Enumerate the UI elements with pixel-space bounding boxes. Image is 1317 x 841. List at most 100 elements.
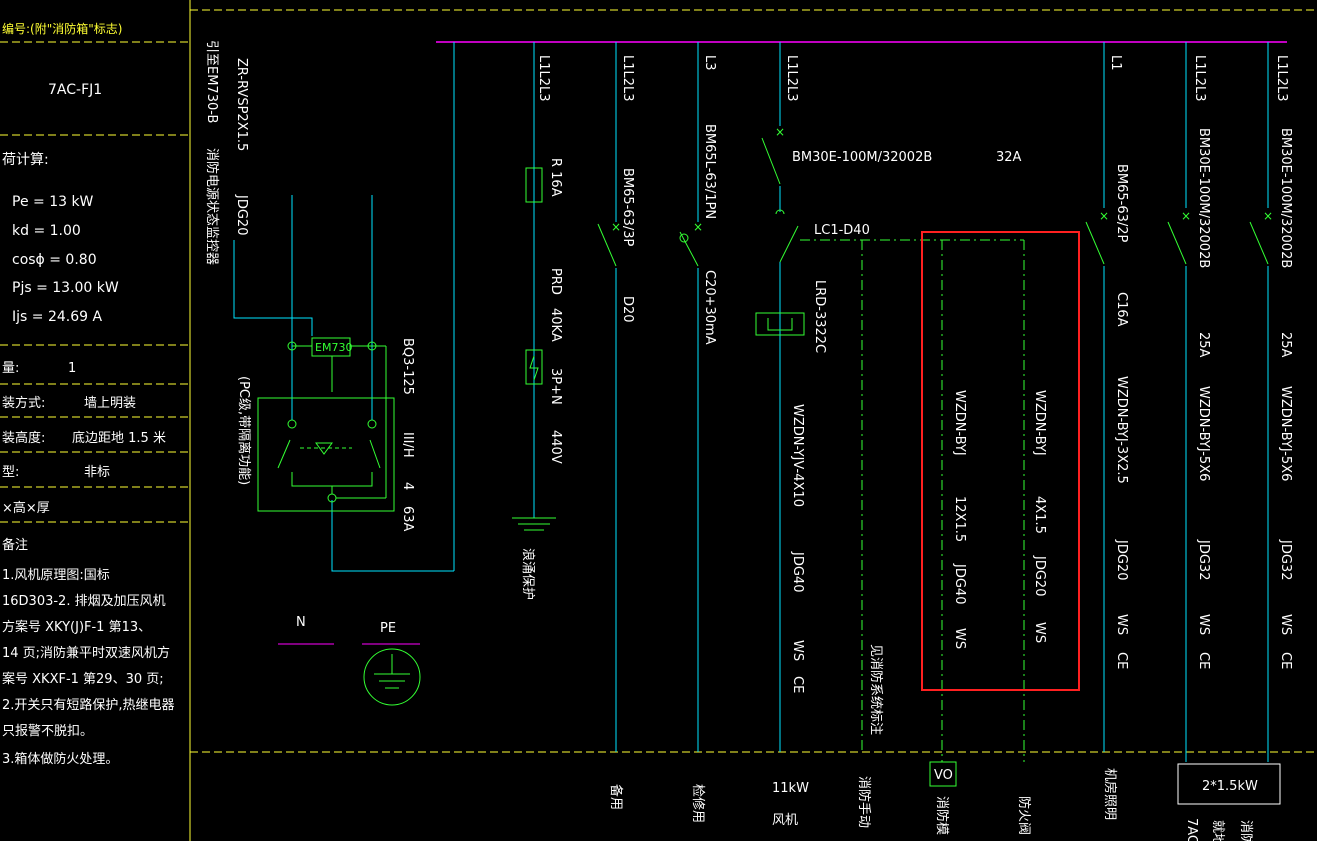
- circuit-3-cable: WZDN-BYJ-3X2.5: [1114, 376, 1129, 484]
- circuit-1-phase: L3: [702, 55, 717, 71]
- pjs-value: Pjs = 13.00 kW: [12, 280, 119, 296]
- ats-spec-2: 4: [400, 482, 415, 490]
- ats-switch-box: [257, 397, 395, 512]
- circuit-1-breaker: BM65L-63/1PN: [702, 124, 717, 219]
- bottom-loads: 消防手动 VO 消防模 防火阀 2*1.5kW 就地: [856, 761, 1281, 841]
- circuit-2-phase: L1L2L3: [784, 55, 799, 102]
- pe-value: Pe = 13 kW: [12, 194, 94, 210]
- circuit-4-rating: 25A: [1196, 332, 1211, 358]
- panel-info: 编号:(附"消防箱"标志) 7AC-FJ1 荷计算: Pe = 13 kW kd…: [2, 21, 175, 767]
- em730-label: EM730: [315, 341, 352, 354]
- circuit-2-laying: WS: [790, 640, 805, 661]
- height-value: 底边距地 1.5 米: [72, 430, 166, 446]
- svg-text:×: ×: [693, 220, 703, 234]
- note-4: 14 页;消防兼平时双速风机方: [2, 645, 170, 661]
- note-6: 2.开关只有短路保护,热继电器: [2, 697, 175, 713]
- panel-header: 编号:(附"消防箱"标志): [2, 21, 122, 36]
- thermal-relay-icon: [755, 312, 805, 336]
- spd-poles: 3P+N: [548, 368, 563, 405]
- circuit-5-breaker: BM30E-100M/32002B: [1278, 128, 1293, 268]
- vo-module-box: [929, 761, 957, 787]
- control-cable1-conduit: JDG40: [952, 563, 967, 604]
- load-side: 就地: [1210, 820, 1225, 841]
- control-cable-1: WZDN-BYJ 12X1.5 JDG40 WS: [952, 390, 967, 649]
- cos-value: cosϕ = 0.80: [12, 252, 97, 268]
- monitor-label: 消防电源状态监控器: [204, 148, 220, 265]
- control-cable1-laying: WS: [952, 628, 967, 649]
- circuit-maintenance: × L3 BM65L-63/1PN C20+30mA 检修用: [679, 42, 717, 823]
- circuit-2-conduit: JDG40: [790, 551, 805, 592]
- spd-circuit: L1L2L3 R 16A PRD 40KA 3P+N 440V 浪涌保护: [512, 42, 563, 600]
- circuit-3-rating: C16A: [1114, 292, 1129, 327]
- incoming-conduit: JDG20: [234, 194, 249, 235]
- circuit-1-rating: C20+30mA: [702, 270, 717, 345]
- spd-ka: 40KA: [548, 308, 563, 342]
- svg-text:×: ×: [1099, 209, 1109, 223]
- circuit-4-laying2: CE: [1196, 652, 1211, 669]
- circuit-2-cable: WZDN-YJV-4X10: [790, 404, 805, 507]
- install-value: 墙上明装: [84, 396, 136, 411]
- svg-text:×: ×: [775, 125, 785, 139]
- fuse-rating: R 16A: [548, 158, 563, 197]
- svg-text:×: ×: [611, 220, 621, 234]
- spd-phase: L1L2L3: [536, 55, 551, 102]
- circuit-5-cable: WZDN-BYJ-5X6: [1278, 386, 1293, 481]
- fuse-icon: [525, 167, 543, 203]
- circuit-4-breaker: BM30E-100M/32002B: [1196, 128, 1211, 268]
- control-cable1-size: 12X1.5: [952, 496, 967, 542]
- note-7: 只报警不脱扣。: [2, 723, 93, 739]
- incoming-cable: ZR-RVSP2X1.5: [234, 58, 249, 151]
- svg-text:×: ×: [1263, 209, 1273, 223]
- load-box-label: 2*1.5kW: [1202, 779, 1258, 794]
- circuit-3-laying: WS: [1114, 614, 1129, 635]
- circuit-2-contactor: LC1-D40: [814, 223, 870, 238]
- circuit-2-rating: 32A: [996, 150, 1022, 165]
- circuit-4-conduit: JDG32: [1196, 539, 1211, 580]
- circuit-3-conduit: JDG20: [1114, 539, 1129, 580]
- load-calc-title: 荷计算:: [2, 152, 49, 168]
- circuit-2-load-kw: 11kW: [772, 781, 809, 796]
- circuit-0-load: 备用: [608, 784, 624, 810]
- ats-spec-1: III/H: [400, 432, 415, 458]
- notes-title: 备注: [2, 537, 28, 553]
- install-label: 装方式:: [2, 395, 45, 411]
- circuit-5-rating: 25A: [1278, 332, 1293, 358]
- circuit-4-phase: L1L2L3: [1192, 55, 1207, 102]
- box-id: 7AC-FJ1: [48, 82, 102, 98]
- control-lines: [800, 239, 1025, 762]
- kd-value: kd = 1.00: [12, 223, 81, 239]
- type-value: 非标: [84, 465, 110, 480]
- circuit-fan: × L1L2L3 BM30E-100M/32002B 32A LC1-D40 L…: [755, 42, 1022, 828]
- fire-system-note: 见消防系统标注: [868, 644, 884, 735]
- circuit-5-laying2: CE: [1278, 652, 1293, 669]
- circuit-spare: × L1L2L3 BM65-63/3P D20 备用: [597, 42, 635, 810]
- ats-model: BQ3-125: [400, 338, 415, 395]
- circuit-5-laying: WS: [1278, 614, 1293, 635]
- circuit-0-rating: D20: [620, 296, 635, 323]
- vo-label: VO: [934, 768, 953, 783]
- incoming-cable-from: 引至EM730-B: [204, 40, 219, 123]
- circuit-5-load: 消防: [1238, 820, 1254, 841]
- dims-label: ×高×厚: [2, 500, 50, 516]
- n-label: N: [296, 615, 306, 630]
- circuit-4-laying: WS: [1196, 614, 1211, 635]
- height-label: 装高度:: [2, 430, 45, 446]
- ats-spec-3: 63A: [400, 506, 415, 532]
- load-module: 消防模: [934, 796, 950, 835]
- circuit-3-breaker: BM65-63/2P: [1114, 164, 1129, 243]
- control-cable2-laying: WS: [1032, 622, 1047, 643]
- note-8: 3.箱体做防火处理。: [2, 751, 118, 767]
- ground-icon: [363, 648, 421, 706]
- circuit-0-phase: L1L2L3: [620, 55, 635, 102]
- circuit-5-conduit: JDG32: [1278, 539, 1293, 580]
- em730-module: [311, 337, 351, 357]
- svg-text:×: ×: [1181, 209, 1191, 223]
- load-box: [1177, 763, 1281, 805]
- circuit-2-breaker: BM30E-100M/32002B: [792, 150, 932, 165]
- circuit-3-laying2: CE: [1114, 652, 1129, 669]
- ijs-value: Ijs = 24.69 A: [12, 309, 102, 325]
- highlight-box: [921, 231, 1080, 691]
- circuit-3-phase: L1: [1108, 55, 1123, 71]
